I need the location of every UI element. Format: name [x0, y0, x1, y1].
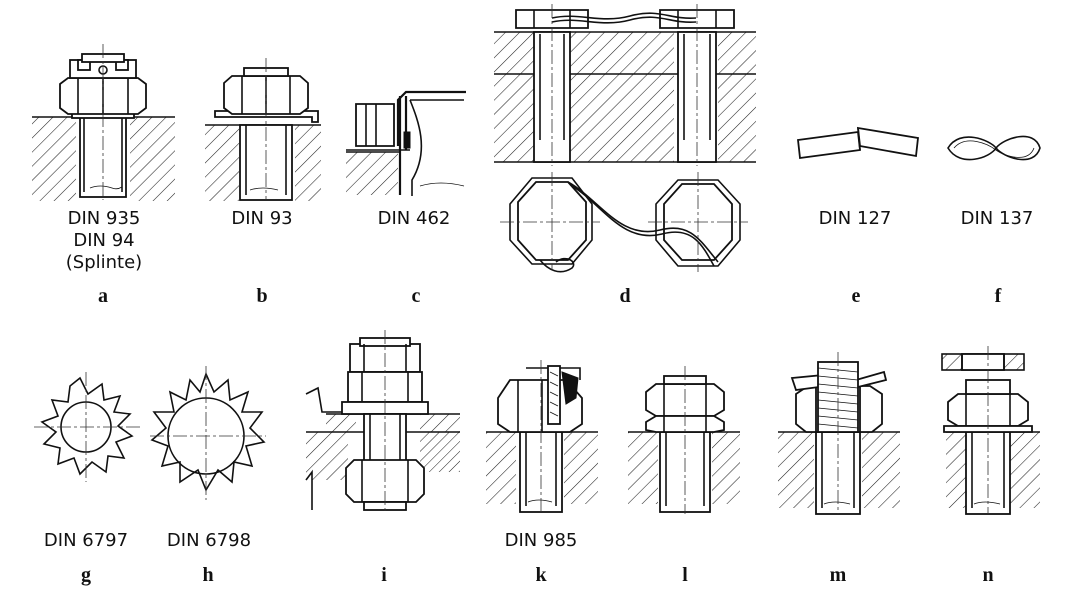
figure-letter-c: c: [412, 285, 421, 307]
figure-l: [628, 366, 740, 514]
caption-a-line-2: DIN 94: [73, 230, 134, 251]
figure-letter-i: i: [381, 564, 387, 586]
figure-d-section: [494, 4, 756, 166]
figure-letter-e: e: [852, 285, 861, 307]
figure-a: [32, 44, 175, 201]
figure-c: [346, 90, 466, 196]
figure-b: [205, 58, 321, 201]
figure-n: [941, 346, 1040, 515]
figure-d-top-view: [500, 172, 748, 273]
figure-letter-l: l: [682, 564, 688, 586]
figure-letter-b: b: [256, 285, 267, 307]
figure-letter-n: n: [982, 564, 993, 586]
figure-g: [34, 372, 140, 482]
figure-letter-f: f: [995, 285, 1002, 307]
figure-letter-h: h: [202, 564, 213, 586]
caption-a-line-3: (Splinte): [66, 252, 142, 273]
figure-letter-g: g: [81, 564, 91, 586]
caption-b: DIN 93: [231, 208, 292, 229]
figure-i: [305, 330, 460, 514]
figure-letter-a: a: [98, 285, 108, 307]
figure-h: [150, 366, 266, 500]
caption-c: DIN 462: [378, 208, 451, 229]
figure-e: [797, 126, 919, 160]
figure-a-base: [32, 116, 175, 201]
figure-f: [947, 135, 1041, 161]
figure-letter-d: d: [619, 285, 630, 307]
caption-f: DIN 137: [961, 208, 1034, 229]
caption-e: DIN 127: [819, 208, 892, 229]
figure-d: [494, 4, 756, 273]
caption-g: DIN 6797: [44, 530, 128, 551]
figure-letter-k: k: [535, 564, 547, 586]
figure-k: [486, 360, 598, 514]
caption-a-line-1: DIN 935: [68, 208, 141, 229]
caption-a: DIN 935 DIN 94 (Splinte): [66, 208, 142, 273]
figure-m: [778, 352, 900, 515]
figure-letter-m: m: [830, 564, 847, 586]
caption-k: DIN 985: [505, 530, 578, 551]
caption-h: DIN 6798: [167, 530, 251, 551]
